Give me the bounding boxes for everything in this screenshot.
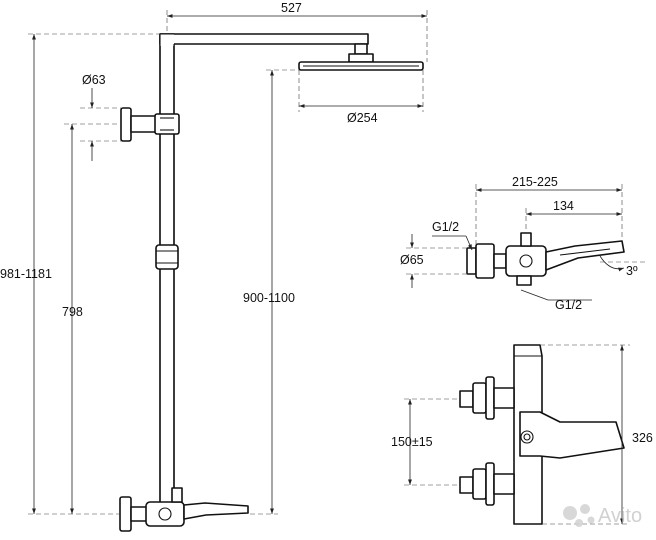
dim-inlet-spacing: 150±15 bbox=[391, 435, 433, 449]
mixer-front-spout bbox=[519, 411, 625, 459]
dim-total-height: 981-1181 bbox=[0, 267, 52, 281]
avito-watermark: Avito bbox=[563, 504, 642, 527]
mixer-side-dimensions: 215-225 134 G1/2 Ø65 3º G1/2 bbox=[400, 175, 645, 312]
riser-pipe bbox=[159, 33, 175, 509]
thread-bottom-label: G1/2 bbox=[555, 298, 582, 312]
top-outlet bbox=[520, 232, 532, 247]
shower-arm bbox=[159, 33, 369, 45]
mixer-front-view bbox=[459, 344, 625, 525]
avito-logo-icon bbox=[563, 504, 595, 527]
dim-head-diameter: Ø254 bbox=[347, 111, 378, 125]
dim-spout-angle: 3º bbox=[626, 264, 638, 278]
dim-mixer-diameter: Ø65 bbox=[400, 253, 424, 267]
dim-spout-total: 215-225 bbox=[512, 175, 558, 189]
mixer-side-view bbox=[466, 232, 625, 286]
head-connector bbox=[354, 43, 368, 55]
bath-mixer-side bbox=[119, 487, 249, 532]
dim-floor-to-head: 900-1100 bbox=[243, 291, 295, 305]
dim-flange-diameter: Ø63 bbox=[82, 73, 106, 87]
dim-mixer-to-flange: 798 bbox=[62, 305, 83, 319]
thread-top-label: G1/2 bbox=[432, 220, 459, 234]
watermark-text: Avito bbox=[598, 505, 642, 527]
head-nut bbox=[348, 53, 374, 63]
dim-spout-length: 134 bbox=[553, 199, 574, 213]
dim-arm-length: 527 bbox=[281, 1, 302, 15]
height-adjust-clamp bbox=[155, 244, 179, 270]
mixer-front-dimensions: 150±15 326 bbox=[391, 344, 653, 525]
bath-spout bbox=[545, 240, 625, 271]
dim-body-height: 326 bbox=[632, 431, 653, 445]
upper-wall-bracket bbox=[120, 107, 180, 142]
shower-column bbox=[119, 33, 424, 532]
inlet-top bbox=[459, 390, 474, 408]
mixer-body bbox=[505, 245, 547, 277]
inlet-bottom bbox=[459, 476, 474, 494]
column-dimensions: 527 Ø254 Ø63 981-1181 798 900-1100 bbox=[0, 1, 428, 515]
